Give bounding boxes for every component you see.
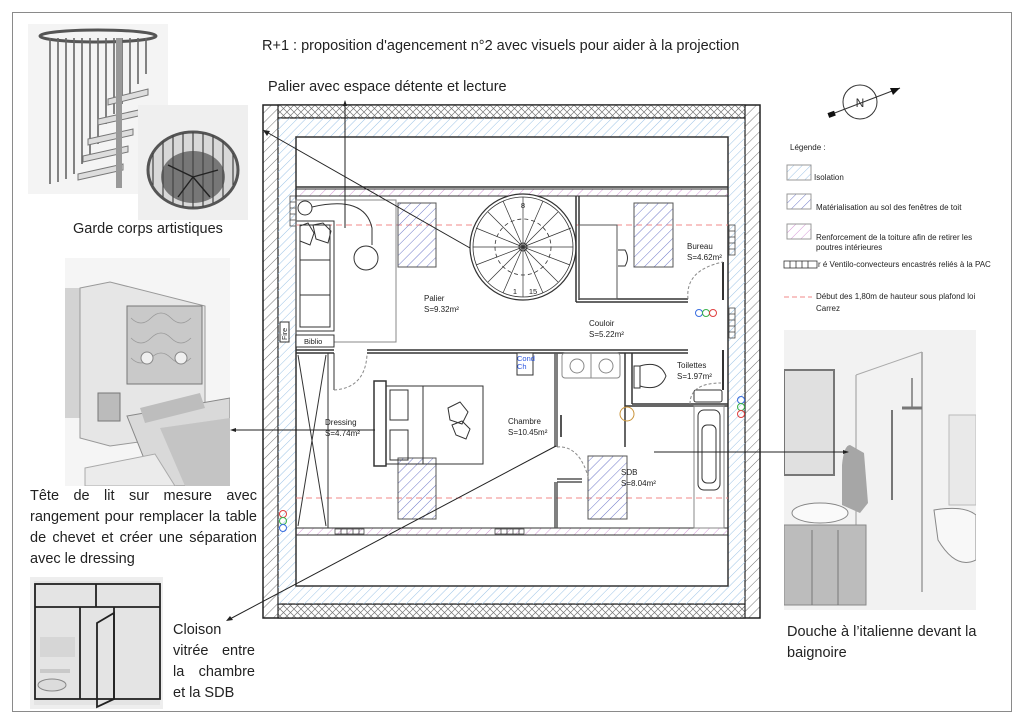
- room-area: S=8.04m²: [621, 479, 656, 488]
- room-area: S=1.97m²: [677, 372, 712, 381]
- annotation-douche: Douche à l’italienne devant la baignoire: [787, 624, 977, 661]
- leader-cloison: [227, 445, 557, 621]
- skylight-chambre: [397, 457, 437, 520]
- room-name: Couloir: [589, 319, 615, 328]
- photo-bedroom-headboard: [65, 258, 230, 486]
- photo-glass-partition: [30, 577, 163, 709]
- page-title: R+1 : proposition d'agencement n°2 avec …: [262, 38, 740, 54]
- toilet: [639, 363, 667, 389]
- floor-lamp: [353, 245, 379, 271]
- bathtub: [697, 409, 721, 491]
- room-area: S=4.74m²: [325, 429, 360, 438]
- roof-band-top: [277, 104, 746, 119]
- room-area: S=10.45m²: [508, 428, 548, 437]
- cond-ch-box: [516, 352, 534, 376]
- fire-box: [279, 321, 290, 343]
- compass-north-icon: N: [827, 84, 901, 120]
- annotation-tete-de-lit: Tête de lit sur mesure avec rangement po…: [30, 488, 257, 567]
- legend-item-ventilo: r é Ventilo-convecteurs encastrés reliés…: [818, 260, 991, 269]
- stair-number-top: 8: [521, 201, 525, 210]
- legend-item-skylight: Matérialisation au sol des fenêtres de t…: [816, 203, 962, 212]
- cond-label-2: Ch: [517, 362, 527, 371]
- stair-number-end: 15: [529, 287, 537, 296]
- room-area: S=4.62m²: [687, 253, 722, 262]
- skylight-sdb: [587, 455, 628, 520]
- desk: [578, 224, 618, 300]
- spiral-staircase: 8 1 15: [469, 193, 577, 301]
- room-area: S=5.22m²: [589, 330, 624, 339]
- desk-chair: [618, 249, 628, 267]
- room-name: Toilettes: [677, 361, 707, 370]
- room-name: Dressing: [325, 418, 357, 427]
- leader-garde-corps: [262, 129, 471, 249]
- room-palier: Palier S=9.32m²: [424, 293, 459, 315]
- toilet-tank: [693, 389, 723, 403]
- annotation-cloison: Cloison vitrée entre la chambre et la SD…: [173, 622, 255, 701]
- cond-label-1: Cond: [517, 354, 535, 363]
- drain-icon: [619, 406, 635, 422]
- room-toilettes: Toilettes S=1.97m²: [677, 360, 712, 382]
- headboard: [373, 380, 387, 467]
- room-couloir: Couloir S=5.22m²: [589, 318, 624, 340]
- page-frame: [12, 12, 1012, 712]
- annotation-palier: Palier avec espace détente et lecture: [268, 79, 507, 95]
- room-bureau: Bureau S=4.62m²: [687, 241, 722, 263]
- bathtub-frame: [693, 405, 725, 529]
- photo-stair-top-view: [138, 105, 248, 220]
- annotation-garde-corps: Garde corps artistiques: [73, 221, 223, 237]
- compass-label: N: [856, 96, 865, 110]
- legend-title: Légende :: [790, 143, 826, 152]
- room-area: S=9.32m²: [424, 305, 459, 314]
- room-name: Palier: [424, 294, 445, 303]
- biblio-box: [295, 334, 335, 348]
- legend-item-roof: Renforcement de la toiture afin de retir…: [816, 233, 973, 252]
- legend-item-isolation: Isolation: [814, 173, 844, 182]
- room-name: Chambre: [508, 417, 541, 426]
- photo-italian-shower: [784, 330, 976, 610]
- roof-reinforcement-bottom: [295, 527, 729, 536]
- room-name: Bureau: [687, 242, 713, 251]
- fire-label: Fire: [282, 328, 289, 340]
- roof-band-bottom: [277, 603, 746, 619]
- bed: [373, 380, 484, 467]
- biblio-label: Biblio: [304, 337, 322, 346]
- room-dressing: Dressing S=4.74m²: [325, 417, 360, 439]
- skylight-bureau: [633, 202, 674, 268]
- room-chambre: Chambre S=10.45m²: [508, 416, 547, 438]
- room-name: SDB: [621, 468, 638, 477]
- stair-number-start: 1: [513, 287, 517, 296]
- legend-item-carrez: Début des 1,80m de hauteur sous plafond …: [816, 292, 976, 313]
- room-sdb: SDB S=8.04m²: [621, 467, 656, 489]
- skylight-palier: [397, 202, 437, 268]
